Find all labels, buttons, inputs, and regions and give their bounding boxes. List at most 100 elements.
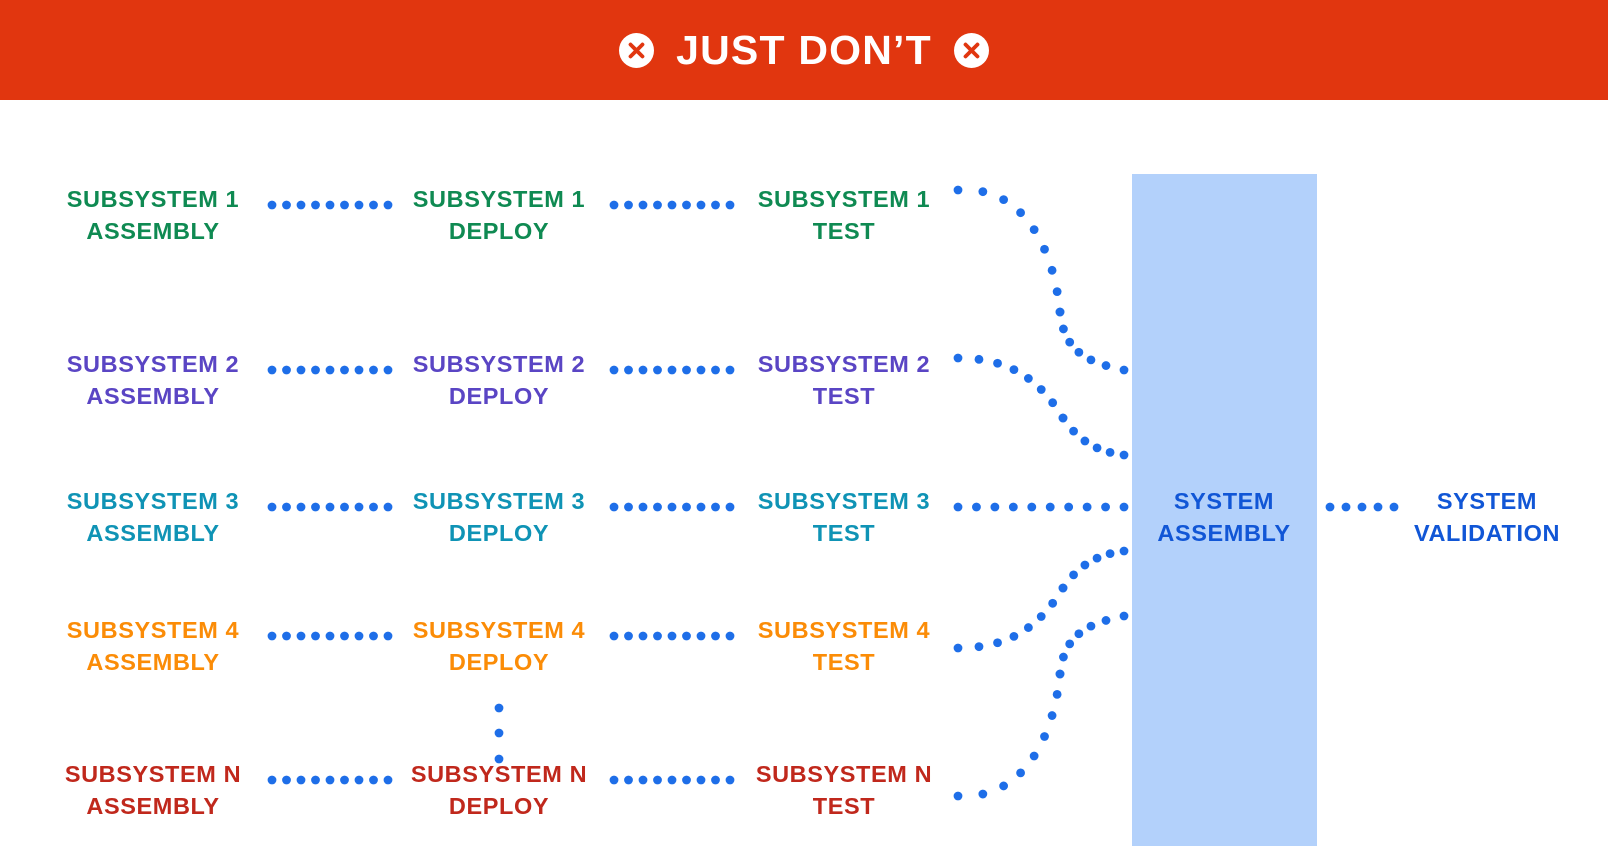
- connector-subsystem-n-to-assembly-b: [1101, 616, 1111, 625]
- ellipsis-dot-2: [494, 728, 504, 738]
- connector-subsystem-4-deploy-test: [638, 631, 648, 641]
- connector-subsystem-1-to-assembly-a: [999, 195, 1009, 205]
- connector-subsystem-3-to-assembly: [1119, 502, 1129, 512]
- circle-x-icon-right: [953, 32, 989, 68]
- node-subsystem-2-test: SUBSYSTEM 2 TEST: [757, 351, 931, 409]
- connector-subsystem-2-deploy-test: [667, 365, 677, 375]
- connector-subsystem-4-assembly-deploy: [383, 631, 393, 641]
- connector-subsystem-1-assembly-deploy: [282, 200, 291, 210]
- connector-subsystem-n-to-assembly-a: [1052, 689, 1062, 699]
- node-subsystem-2-assembly: SUBSYSTEM 2 ASSEMBLY: [66, 351, 240, 409]
- connector-subsystem-4-to-assembly-b: [1105, 549, 1115, 558]
- connector-subsystem-n-to-assembly-b: [1086, 621, 1096, 631]
- connector-subsystem-3-deploy-test: [624, 502, 633, 512]
- connector-subsystem-3-to-assembly: [1008, 502, 1018, 512]
- connector-subsystem-1-to-assembly-b: [1101, 361, 1111, 370]
- connector-subsystem-n-assembly-deploy: [340, 775, 349, 785]
- system-assembly-label: SYSTEM ASSEMBLY: [1157, 488, 1291, 546]
- node-subsystem-n-assembly: SUBSYSTEM N ASSEMBLY: [64, 761, 242, 819]
- connector-subsystem-3-deploy-test: [696, 502, 706, 512]
- connector-subsystem-4-deploy-test: [667, 631, 677, 641]
- connector-subsystem-1-deploy-test: [653, 200, 662, 210]
- node-subsystem-3-test: SUBSYSTEM 3 TEST: [757, 488, 931, 546]
- connector-subsystem-3-deploy-test: [609, 502, 619, 512]
- connector-subsystem-1-to-assembly-b: [1055, 307, 1065, 317]
- connector-subsystem-n-deploy-test: [653, 775, 662, 785]
- connector-subsystem-n-assembly-deploy: [325, 775, 335, 785]
- connector-assembly-to-validation: [1389, 502, 1399, 512]
- connector-subsystem-3-assembly-deploy: [311, 502, 320, 512]
- node-subsystem-4-test: SUBSYSTEM 4 TEST: [757, 617, 931, 675]
- connector-subsystem-2-to-assembly-b: [1058, 413, 1068, 423]
- connector-subsystem-2-to-assembly-a: [1009, 365, 1019, 375]
- connector-subsystem-1-assembly-deploy: [383, 200, 393, 210]
- ellipsis-dot-3: [494, 754, 504, 764]
- connector-assembly-to-validation: [1325, 502, 1335, 512]
- connector-subsystem-n-deploy-test: [667, 775, 677, 785]
- connector-subsystem-2-to-assembly-b: [1092, 443, 1102, 453]
- connector-subsystem-n-assembly-deploy: [282, 775, 291, 785]
- connector-subsystem-4-to-assembly-b: [1080, 560, 1090, 570]
- connector-subsystem-3-to-assembly: [972, 502, 981, 512]
- connector-subsystem-1-to-assembly-b: [1074, 347, 1084, 357]
- connector-subsystem-2-assembly-deploy: [282, 365, 291, 375]
- connector-subsystem-n-assembly-deploy: [354, 775, 364, 785]
- connector-subsystem-2-to-assembly-a: [993, 358, 1002, 368]
- connector-subsystem-n-to-assembly-b: [1055, 669, 1065, 679]
- connector-subsystem-n-deploy-test: [609, 775, 619, 785]
- connector-subsystem-1-to-assembly-a: [1052, 287, 1062, 297]
- node-subsystem-2-deploy: SUBSYSTEM 2 DEPLOY: [412, 351, 586, 409]
- connector-subsystem-1-deploy-test: [711, 200, 720, 210]
- connector-subsystem-2-to-assembly-a: [1048, 398, 1058, 408]
- connector-subsystem-2-deploy-test: [696, 365, 706, 375]
- connector-subsystem-2-deploy-test: [624, 365, 633, 375]
- connector-subsystem-4-to-assembly-a: [953, 643, 963, 653]
- connector-subsystem-1-to-assembly-a: [1029, 225, 1039, 235]
- connector-subsystem-3-deploy-test: [725, 502, 735, 512]
- connector-subsystem-1-to-assembly-b: [1119, 365, 1129, 375]
- connector-subsystem-1-to-assembly-b: [1065, 337, 1075, 347]
- connector-subsystem-n-to-assembly-a: [1016, 768, 1025, 778]
- connector-subsystem-4-assembly-deploy: [267, 631, 277, 641]
- connector-subsystem-3-to-assembly: [1027, 502, 1037, 512]
- connector-subsystem-n-to-assembly-b: [1119, 611, 1129, 621]
- connector-subsystem-n-to-assembly-a: [953, 791, 963, 801]
- connector-subsystem-2-assembly-deploy: [296, 365, 306, 375]
- connector-subsystem-n-assembly-deploy: [296, 775, 306, 785]
- connector-subsystem-1-assembly-deploy: [354, 200, 364, 210]
- ellipsis-dot-1: [494, 703, 504, 713]
- connector-subsystem-4-assembly-deploy: [354, 631, 364, 641]
- connector-subsystem-3-to-assembly: [953, 502, 963, 512]
- connector-subsystem-1-assembly-deploy: [311, 200, 320, 210]
- connector-subsystem-n-to-assembly-b: [1065, 639, 1075, 649]
- connector-subsystem-1-assembly-deploy: [296, 200, 306, 210]
- connector-subsystem-1-to-assembly-a: [1040, 244, 1049, 254]
- connector-assembly-to-validation: [1341, 502, 1351, 512]
- connector-subsystem-2-assembly-deploy: [354, 365, 364, 375]
- connector-subsystem-2-to-assembly-a: [974, 354, 984, 364]
- node-subsystem-1-assembly: SUBSYSTEM 1 ASSEMBLY: [66, 186, 240, 244]
- connector-subsystem-n-to-assembly-a: [1040, 732, 1049, 741]
- connector-subsystem-2-to-assembly-a: [1036, 385, 1046, 394]
- node-subsystem-1-deploy: SUBSYSTEM 1 DEPLOY: [412, 186, 586, 244]
- connector-subsystem-n-to-assembly-a: [978, 789, 988, 799]
- connector-subsystem-n-to-assembly-a: [1047, 711, 1057, 720]
- connector-subsystem-2-assembly-deploy: [340, 365, 349, 375]
- connector-subsystem-4-to-assembly-a: [1048, 598, 1058, 608]
- connector-subsystem-2-deploy-test: [725, 365, 735, 375]
- connector-subsystem-3-to-assembly: [1064, 502, 1074, 512]
- connector-subsystem-3-assembly-deploy: [383, 502, 393, 512]
- connector-subsystem-4-deploy-test: [609, 631, 619, 641]
- connector-subsystem-n-deploy-test: [624, 775, 633, 785]
- connector-subsystem-3-assembly-deploy: [267, 502, 277, 512]
- connector-subsystem-3-deploy-test: [667, 502, 677, 512]
- node-subsystem-3-deploy: SUBSYSTEM 3 DEPLOY: [412, 488, 586, 546]
- connector-subsystem-4-to-assembly-a: [1009, 631, 1019, 641]
- connector-subsystem-4-deploy-test: [696, 631, 706, 641]
- connector-subsystem-1-deploy-test: [682, 200, 691, 210]
- connector-subsystem-n-deploy-test: [725, 775, 735, 785]
- node-subsystem-4-deploy: SUBSYSTEM 4 DEPLOY: [412, 617, 586, 675]
- connector-assembly-to-validation: [1373, 502, 1383, 512]
- banner-title: JUST DON’T: [676, 26, 932, 73]
- connector-subsystem-1-to-assembly-b: [1059, 324, 1068, 334]
